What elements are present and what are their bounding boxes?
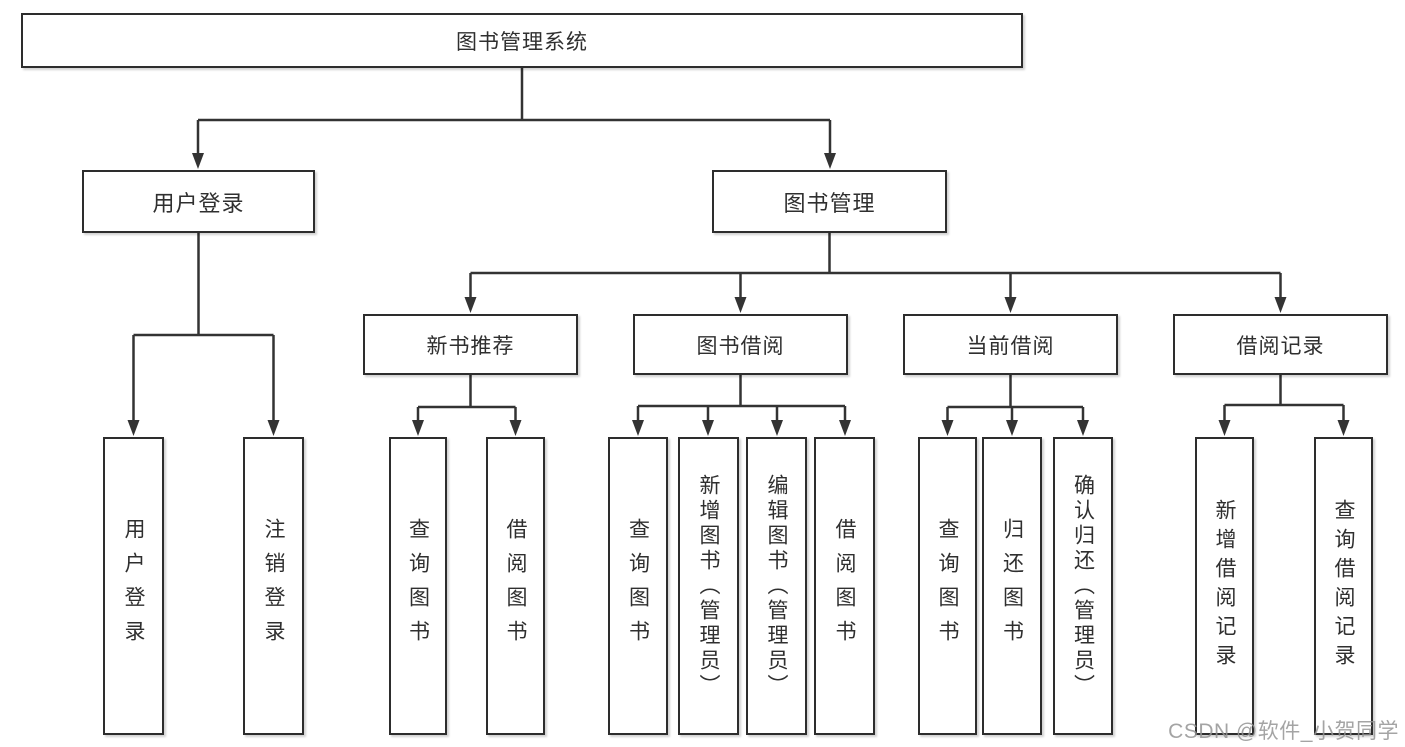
leaf-borrow-books: 借阅图书 <box>814 437 875 735</box>
node-label: 借阅图书 <box>833 518 856 654</box>
leaf-edit-books-admin: 编辑图书（管理员） <box>746 437 807 735</box>
leaf-logout: 注销登录 <box>243 437 304 735</box>
leaf-query-books: 查询图书 <box>389 437 447 735</box>
node-book-management: 图书管理 <box>712 170 947 233</box>
leaf-borrow-books: 借阅图书 <box>486 437 545 735</box>
node-label: 注销登录 <box>262 518 285 654</box>
leaf-query-books: 查询图书 <box>918 437 977 735</box>
node-book-borrowing: 图书借阅 <box>633 314 848 375</box>
leaf-query-books: 查询图书 <box>608 437 668 735</box>
node-label: 借阅图书 <box>504 518 527 654</box>
node-label: 图书借阅 <box>696 334 785 358</box>
csdn-watermark: CSDN @软件_小贺同学 <box>1168 720 1399 743</box>
node-label: 查询图书 <box>936 518 959 654</box>
node-label: 新增借阅记录 <box>1213 499 1236 673</box>
node-book-management-system: 图书管理系统 <box>21 13 1023 68</box>
node-label: 查询借阅记录 <box>1332 499 1355 673</box>
leaf-query-borrowing-record: 查询借阅记录 <box>1314 437 1373 735</box>
leaf-confirm-return-admin: 确认归还（管理员） <box>1053 437 1113 735</box>
node-borrowing-records: 借阅记录 <box>1173 314 1388 375</box>
leaf-add-borrowing-record: 新增借阅记录 <box>1195 437 1254 735</box>
node-label: 编辑图书（管理员） <box>765 473 788 699</box>
node-label: 归还图书 <box>1000 518 1024 654</box>
node-label: 当前借阅 <box>966 334 1055 358</box>
node-new-book-recommendation: 新书推荐 <box>363 314 578 375</box>
node-label: 确认归还（管理员） <box>1071 473 1095 699</box>
arrowheads <box>127 153 1350 436</box>
node-label: 查询图书 <box>406 518 430 654</box>
node-label: 新书推荐 <box>426 334 515 358</box>
node-label: 图书管理 <box>783 190 876 216</box>
node-label: 用户登录 <box>152 190 245 216</box>
node-label: 新增图书（管理员） <box>697 473 720 699</box>
node-label: 图书管理系统 <box>456 30 588 54</box>
node-label: 借阅记录 <box>1236 334 1325 358</box>
node-current-borrowing: 当前借阅 <box>903 314 1118 375</box>
leaf-return-books: 归还图书 <box>982 437 1042 735</box>
leaf-user-login: 用户登录 <box>103 437 164 735</box>
leaf-add-books-admin: 新增图书（管理员） <box>678 437 739 735</box>
node-label: 用户登录 <box>122 518 145 654</box>
node-user-login: 用户登录 <box>82 170 315 233</box>
node-label: 查询图书 <box>626 518 650 654</box>
